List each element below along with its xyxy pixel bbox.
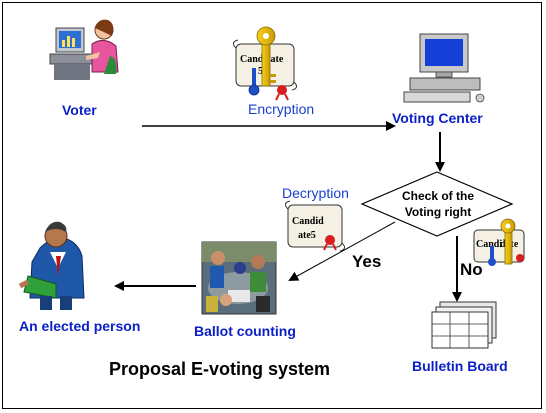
check-label-line1: Check of the [402,189,474,203]
encrypted-ballot-icon: Candi date 5 [232,26,298,101]
elected-person-icon [18,221,85,310]
voter-icon [49,19,119,80]
voting-center-icon [403,33,485,103]
scroll-left-line1: Candid [292,216,324,227]
no-label: No [460,260,483,279]
verified-ballot-icon: Candi date [473,218,525,266]
scroll-top-line3: 5 [258,66,263,77]
yes-label: Yes [352,252,382,271]
decrypted-ballot-icon: Candid ate5 [284,200,346,252]
arrow-check-to-ballot-counting [288,221,396,281]
scroll-left-line2: ate5 [298,230,316,241]
bulletin-board-icon [431,301,497,349]
encryption-label: Encryption [248,101,315,117]
scroll-right-line1: Candi [476,239,502,250]
voter-label: Voter [62,102,97,118]
voting-center-label: Voting Center [392,110,483,126]
diagram-title: Proposal E-voting system [109,359,331,379]
bulletin-board-label: Bulletin Board [412,358,508,374]
scroll-top-line1: Candi [240,54,266,65]
scroll-top-line2: date [265,54,284,65]
check-label-line2: Voting right [405,205,471,219]
decryption-label: Decryption [282,185,349,201]
ballot-counting-label: Ballot counting [194,323,296,339]
check-decision-diamond [360,171,514,237]
elected-person-label: An elected person [19,318,141,334]
ballot-counting-photo [201,241,277,315]
